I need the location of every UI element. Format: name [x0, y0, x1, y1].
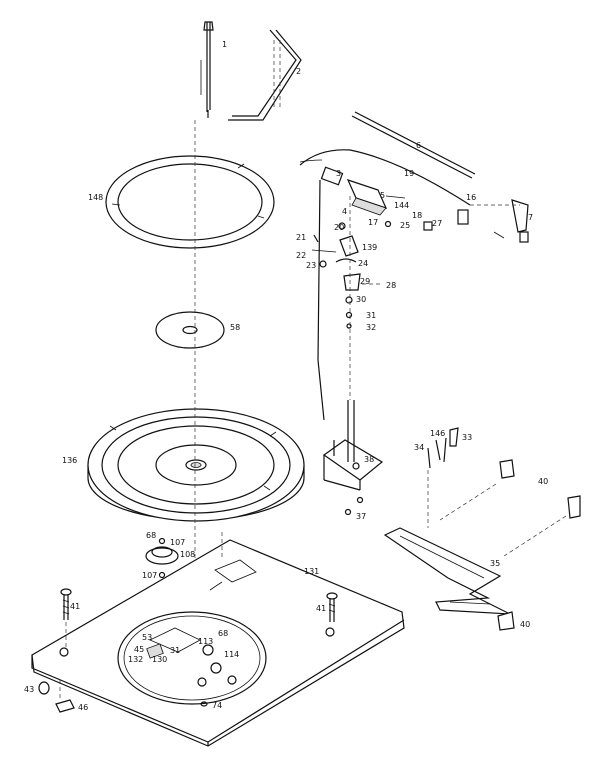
part-platter	[87, 408, 305, 522]
label-17: 17	[368, 218, 378, 227]
label-74: 74	[212, 701, 222, 710]
screw-left	[60, 588, 72, 650]
label-68: 68	[146, 531, 156, 540]
tonearm-assembly	[299, 149, 529, 243]
post-bracket	[317, 179, 384, 516]
label-45: 45	[134, 645, 144, 654]
label-37: 37	[356, 512, 366, 521]
label-5: 5	[380, 191, 385, 200]
label-148: 148	[88, 193, 103, 202]
label-144: 144	[394, 201, 409, 210]
label-35: 35	[490, 559, 500, 568]
part-46	[55, 680, 75, 713]
label-20: 20	[334, 223, 344, 232]
label-41: 41	[70, 602, 80, 611]
label-113: 113	[198, 637, 213, 646]
part-labels: 1 2 6 3 19 5 144 4 17 18 25 27 16 7 148 …	[24, 40, 548, 712]
label-68b: 68	[218, 629, 228, 638]
label-29: 29	[360, 277, 370, 286]
label-33: 33	[462, 433, 472, 442]
label-58: 58	[230, 323, 240, 332]
part-disc	[155, 311, 225, 349]
label-7: 7	[528, 213, 533, 222]
label-53: 53	[142, 633, 152, 642]
part-ring	[105, 155, 275, 249]
label-31b: 31	[170, 646, 180, 655]
label-3: 3	[336, 169, 341, 178]
label-25: 25	[400, 221, 410, 230]
label-40b: 40	[520, 620, 530, 629]
label-32: 32	[366, 323, 376, 332]
label-114: 114	[224, 650, 239, 659]
label-43: 43	[24, 685, 34, 694]
label-146: 146	[430, 429, 445, 438]
label-4: 4	[342, 207, 347, 216]
label-38: 38	[364, 455, 374, 464]
label-46: 46	[78, 703, 88, 712]
label-108: 108	[180, 550, 195, 559]
label-34: 34	[414, 443, 424, 452]
label-16: 16	[466, 193, 476, 202]
part-hub	[145, 537, 179, 579]
label-23: 23	[306, 261, 316, 270]
label-21: 21	[296, 233, 306, 242]
part-pin	[200, 21, 214, 118]
label-18: 18	[412, 211, 422, 220]
label-22: 22	[296, 251, 306, 260]
screw-right	[326, 592, 338, 622]
base-plate	[31, 539, 405, 747]
label-6: 6	[416, 141, 421, 150]
label-28: 28	[386, 281, 396, 290]
label-31: 31	[366, 311, 376, 320]
part-bracket	[228, 29, 302, 121]
label-132: 132	[128, 655, 143, 664]
label-131: 131	[304, 567, 319, 576]
label-136: 136	[62, 456, 77, 465]
part-rod	[351, 111, 476, 179]
label-130: 130	[152, 655, 167, 664]
label-139: 139	[362, 243, 377, 252]
part-146-33	[427, 427, 459, 469]
part-lever	[383, 470, 511, 615]
label-27: 27	[432, 219, 442, 228]
part-40-upper	[439, 459, 581, 557]
part-74	[200, 701, 208, 707]
label-24: 24	[358, 259, 368, 268]
label-1: 1	[222, 40, 227, 49]
pivot-assembly	[311, 196, 382, 400]
label-40: 40	[538, 477, 548, 486]
label-30: 30	[356, 295, 366, 304]
label-2: 2	[296, 67, 301, 76]
label-41b: 41	[316, 604, 326, 613]
label-107b: 107	[142, 571, 157, 580]
part-40-lower	[497, 611, 515, 631]
label-107: 107	[170, 538, 185, 547]
part-43	[38, 681, 50, 695]
label-19: 19	[404, 169, 414, 178]
